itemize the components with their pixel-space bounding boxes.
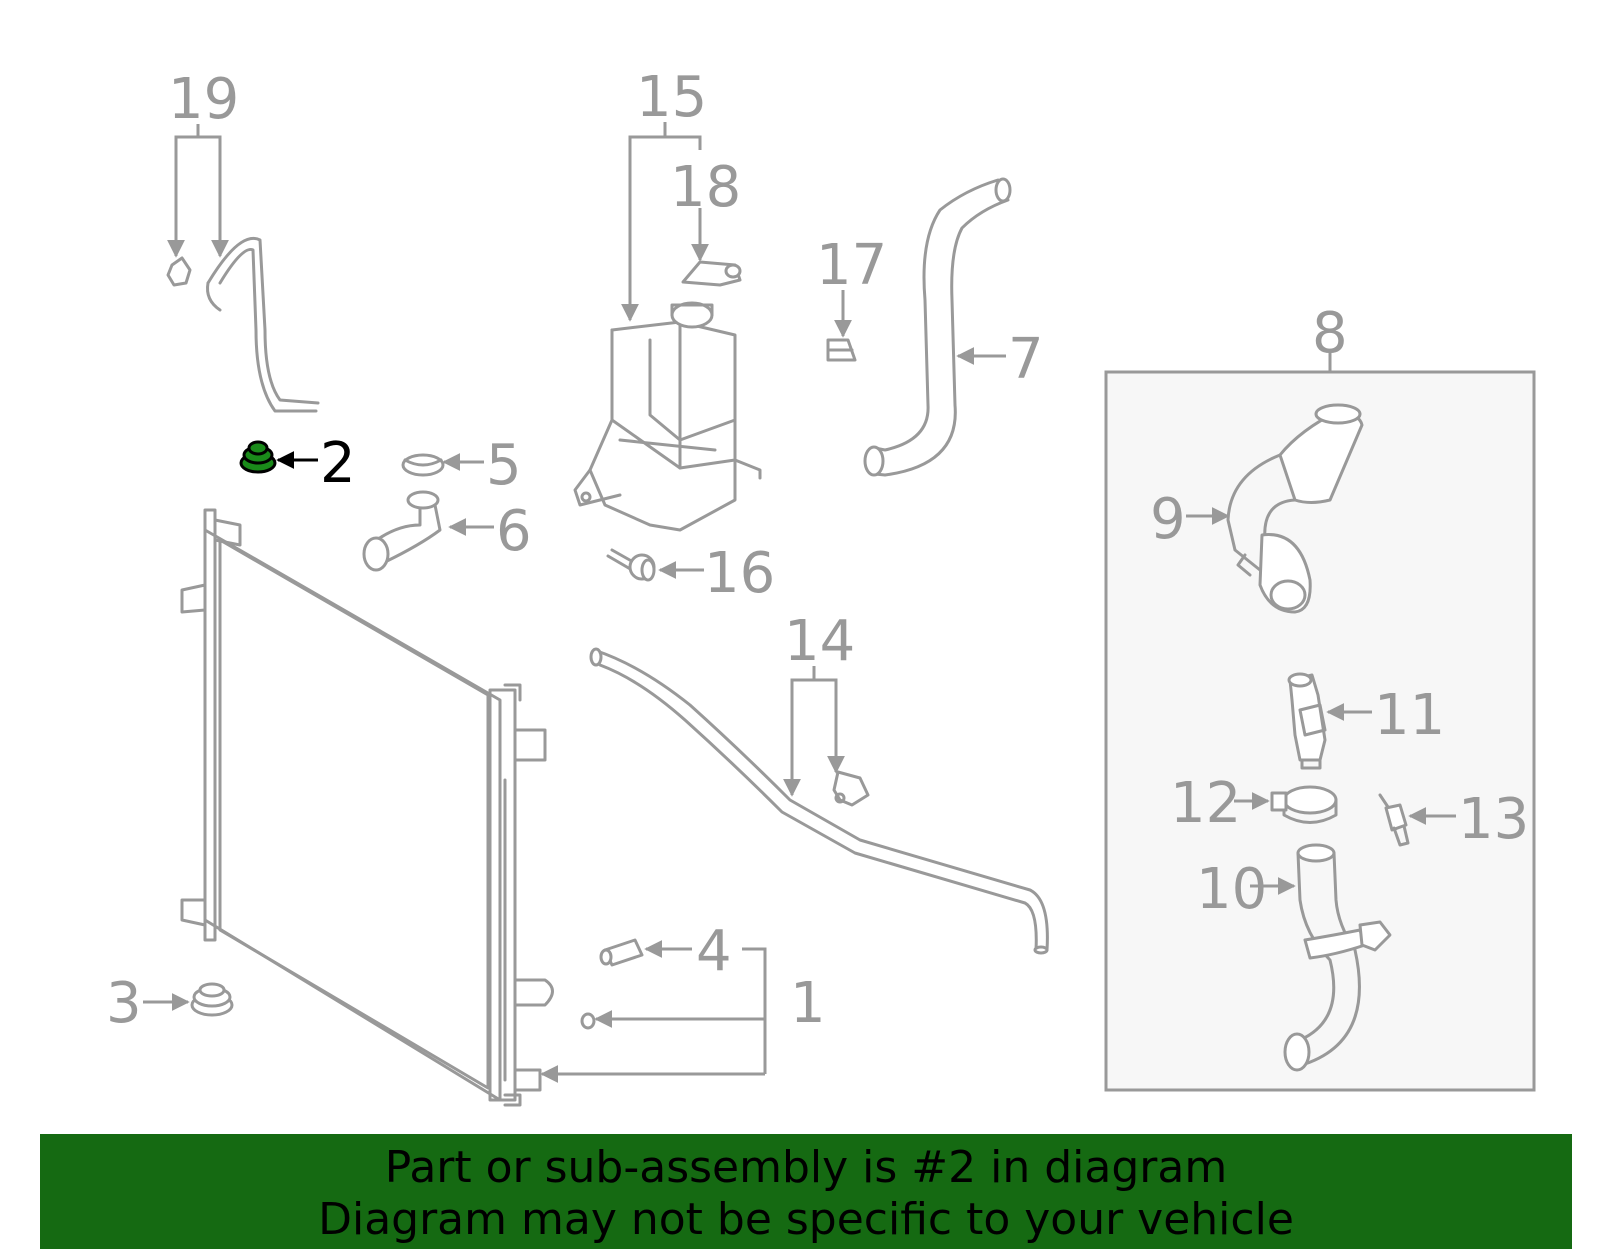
callout-15: 15	[636, 65, 707, 130]
part-4-drain-cock[interactable]	[599, 938, 644, 967]
part-11-thermostat[interactable]	[1287, 672, 1327, 770]
callout-6: 6	[496, 499, 532, 564]
callout-5: 5	[486, 433, 522, 498]
callout-3: 3	[106, 971, 142, 1036]
callout-7: 7	[1008, 327, 1044, 392]
radiator-cap-part-2[interactable]	[239, 440, 277, 474]
banner-line-disclaimer: Diagram may not be specific to your vehi…	[318, 1194, 1294, 1245]
leader-1-bracket	[742, 947, 767, 1074]
part-15-reservoir-tank[interactable]	[573, 301, 762, 532]
info-banner: Part or sub-assembly is #2 in diagram Di…	[40, 1134, 1572, 1249]
callout-4: 4	[696, 919, 732, 984]
part-7-hose[interactable]	[863, 177, 1012, 477]
callout-8: 8	[1312, 301, 1348, 366]
callout-19: 19	[168, 67, 239, 132]
callout-14: 14	[784, 609, 855, 674]
callout-9: 9	[1150, 487, 1186, 552]
callout-12: 12	[1170, 771, 1241, 836]
banner-line-selected-part: Part or sub-assembly is #2 in diagram	[384, 1142, 1228, 1193]
part-12-gasket[interactable]	[1270, 785, 1338, 824]
callout-10: 10	[1196, 857, 1267, 922]
callout-1: 1	[790, 971, 826, 1036]
part-18-bracket[interactable]	[681, 260, 742, 287]
part-13-temp-sensor[interactable]	[1378, 793, 1410, 847]
part-17-clip[interactable]	[826, 338, 857, 362]
part-6-hose[interactable]	[362, 490, 442, 572]
part-5-clamp[interactable]	[401, 453, 445, 477]
part-19-hose[interactable]	[166, 237, 320, 413]
callout-17: 17	[816, 233, 887, 298]
callout-11: 11	[1374, 683, 1445, 748]
part-3-grommet[interactable]	[190, 982, 234, 1017]
callout-18: 18	[670, 155, 741, 220]
part-1-oring[interactable]	[580, 1012, 596, 1030]
part-14-hose[interactable]	[589, 647, 1049, 955]
callout-16: 16	[704, 541, 775, 606]
leader-14-bracket	[790, 678, 838, 790]
callout-13: 13	[1458, 787, 1529, 852]
leader-19-bracket	[174, 135, 222, 250]
part-16-bolt[interactable]	[606, 548, 656, 582]
part-10-hose[interactable]	[1283, 843, 1392, 1072]
radiator-part-1[interactable]	[180, 508, 554, 1107]
callout-2: 2	[320, 431, 356, 496]
